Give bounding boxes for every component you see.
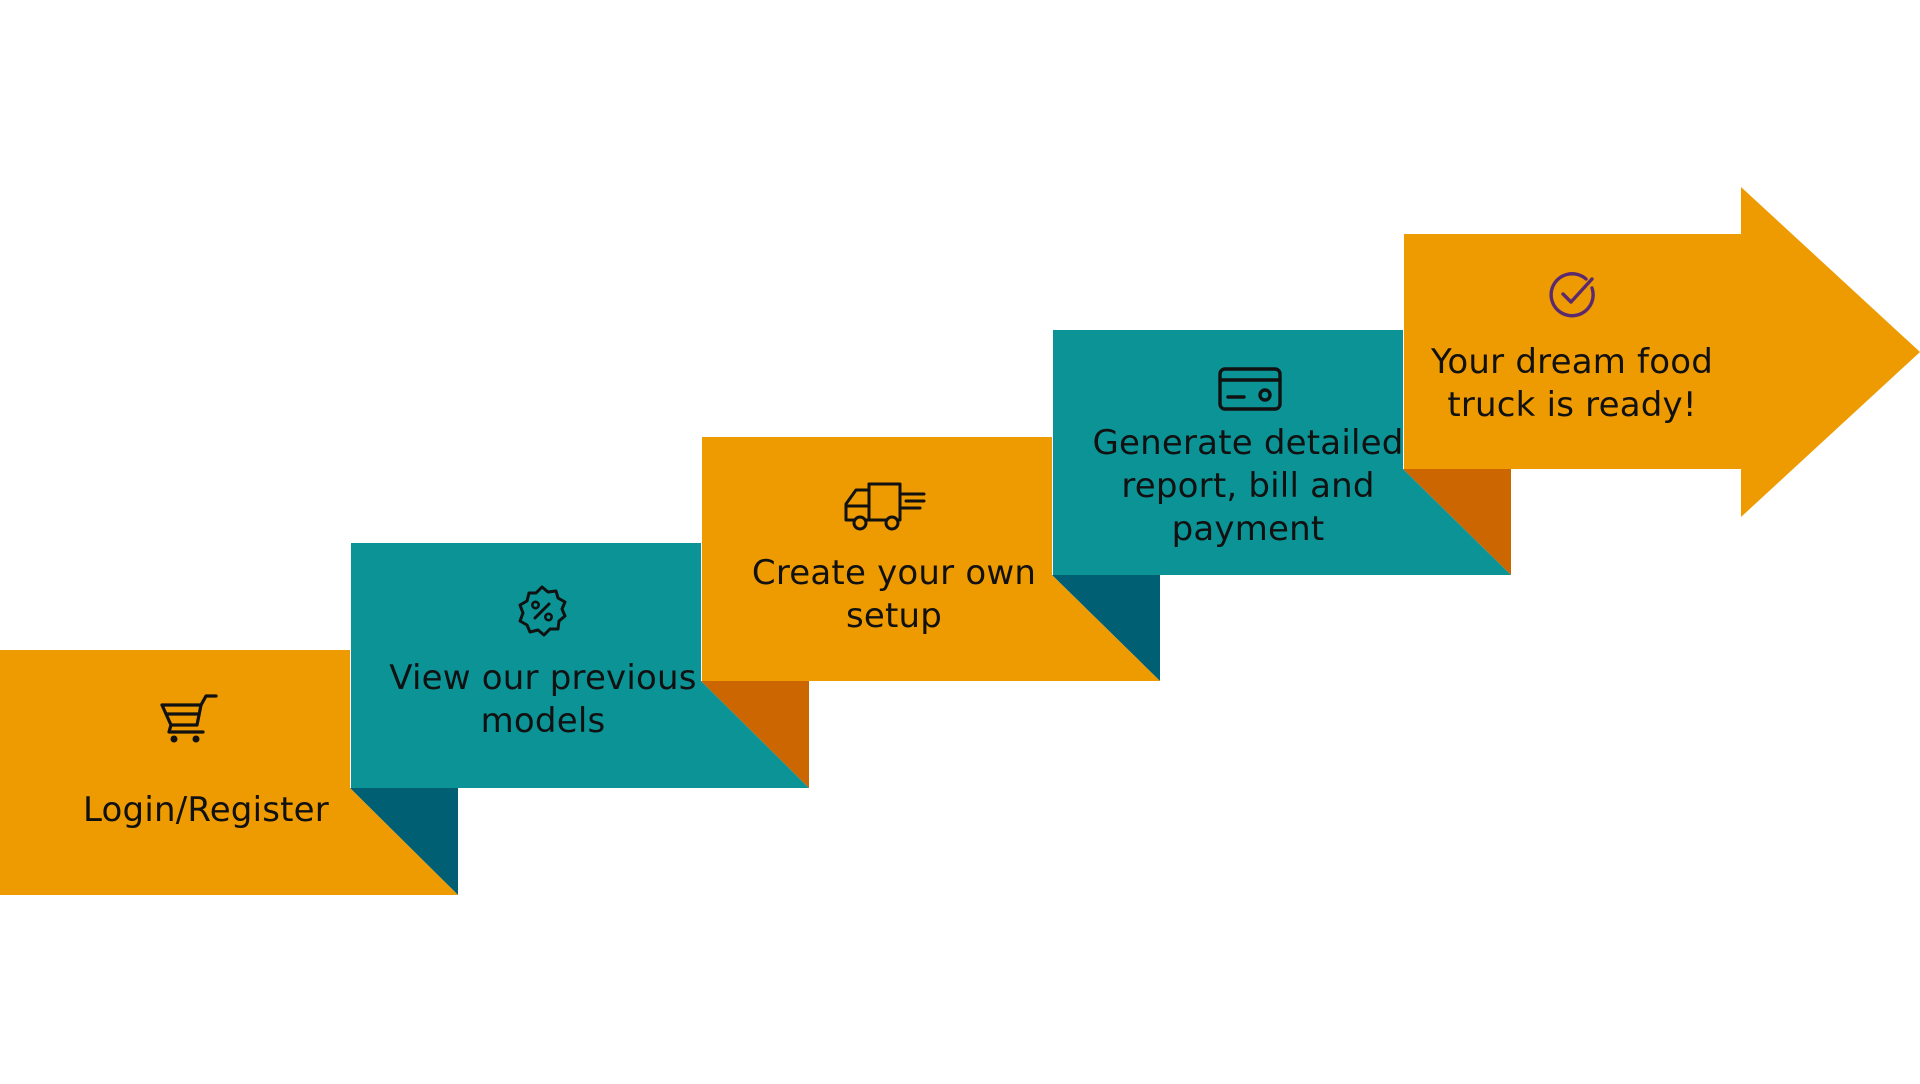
step-2-panel xyxy=(351,543,701,788)
step-2-corner xyxy=(701,681,809,788)
step-5-label: Your dream food truck is ready! xyxy=(1430,342,1714,425)
cart-icon xyxy=(160,694,218,743)
card-icon xyxy=(1218,367,1282,411)
check-circle-icon xyxy=(1549,272,1595,318)
percent-badge-icon xyxy=(518,585,567,637)
step-4-corner xyxy=(1403,469,1511,575)
step-1-panel xyxy=(0,650,350,895)
step-1-label: Login/Register xyxy=(83,790,329,830)
step-3-label: Create your own setup xyxy=(751,553,1037,636)
truck-icon xyxy=(844,482,926,531)
step-1-corner xyxy=(350,788,458,895)
step-4-label: Generate detailed report, bill and payme… xyxy=(1092,423,1404,549)
step-3-panel xyxy=(702,437,1052,681)
step-4-panel xyxy=(1053,330,1403,575)
step-2-label: View our previous models xyxy=(389,658,697,741)
step-3-corner xyxy=(1052,575,1160,681)
step-5-arrow-panel xyxy=(1404,187,1920,517)
